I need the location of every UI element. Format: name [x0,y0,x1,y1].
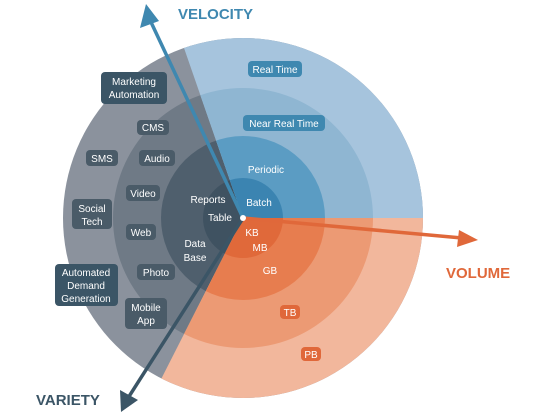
svg-text:Demand: Demand [67,281,105,292]
pill-sms: SMS [86,150,118,166]
volume-arrowhead-icon [457,230,478,247]
svg-text:SMS: SMS [91,154,113,165]
svg-text:Video: Video [130,189,156,200]
svg-text:Generation: Generation [61,294,110,305]
pill-photo: Photo [137,264,175,280]
volume-arrow-line [242,216,463,240]
svg-text:Marketing: Marketing [112,77,156,88]
svg-text:PB: PB [304,350,318,361]
velocity-batch: Batch [246,198,272,209]
pill-web: Web [126,224,156,240]
variety-arrow-line [126,217,245,399]
volume-axis-label: VOLUME [446,265,510,282]
svg-text:Automated: Automated [62,268,110,279]
svg-text:Photo: Photo [143,268,170,279]
svg-text:CMS: CMS [142,123,165,134]
pill-automated-demand-generation: Automated Demand Generation [55,264,118,306]
svg-text:Social: Social [78,204,105,215]
pill-video: Video [126,185,160,201]
svg-text:App: App [137,316,155,327]
volume-arrow [242,216,478,247]
svg-text:Automation: Automation [109,90,160,101]
pill-mobile-app: Mobile App [125,298,167,329]
velocity-arrow-line [148,19,245,219]
center-dot [240,215,246,221]
variety-table: Table [208,213,232,224]
pill-pb: PB [301,347,321,361]
volume-kb: KB [245,228,259,239]
variety-arrowhead-icon [120,390,138,412]
volume-mb: MB [253,243,268,254]
pill-audio: Audio [139,150,175,166]
pill-near-real-time: Near Real Time [243,115,325,131]
pill-social-tech: Social Tech [72,199,112,229]
svg-text:Web: Web [131,228,152,239]
pill-real-time: Real Time [248,61,302,77]
variety-reports: Reports [190,195,225,206]
variety-base: Base [184,253,207,264]
svg-text:Tech: Tech [81,217,102,228]
volume-gb: GB [263,266,278,277]
svg-text:Real Time: Real Time [252,65,297,76]
svg-text:Near Real Time: Near Real Time [249,119,319,130]
variety-data: Data [184,239,206,250]
variety-axis-label: VARIETY [36,392,100,409]
variety-arrow [120,217,245,412]
pill-marketing-automation: Marketing Automation [101,72,167,104]
velocity-arrow [140,4,245,219]
svg-text:Mobile: Mobile [131,303,161,314]
velocity-axis-label: VELOCITY [178,6,253,23]
pill-tb: TB [280,305,300,319]
svg-text:TB: TB [284,308,297,319]
velocity-arrowhead-icon [140,4,159,28]
svg-text:Audio: Audio [144,154,170,165]
pill-cms: CMS [137,120,169,135]
velocity-periodic: Periodic [248,165,284,176]
